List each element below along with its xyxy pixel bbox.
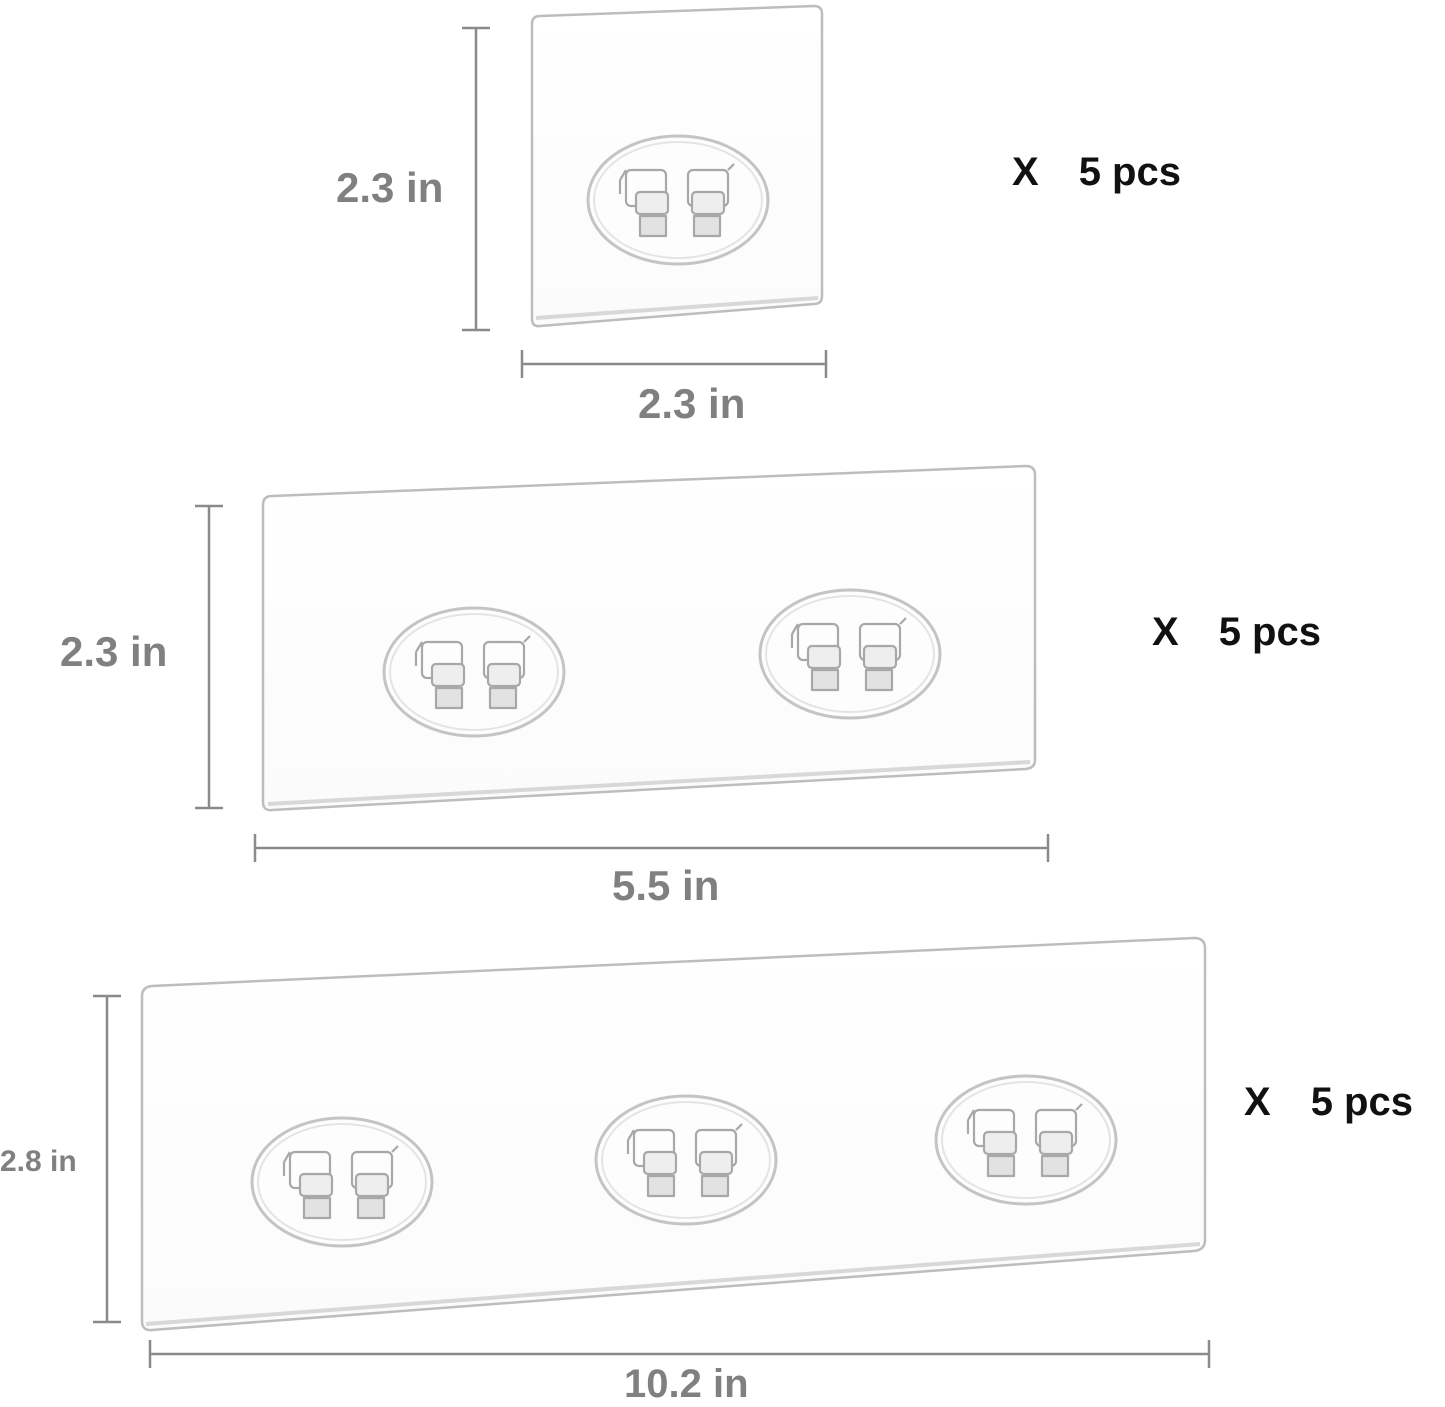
- quantity-value: 5 pcs: [1078, 150, 1181, 194]
- height-dimension-line: [195, 504, 223, 810]
- height-dimension-line: [462, 26, 490, 332]
- quantity-value: 5 pcs: [1218, 610, 1321, 654]
- quantity-label: X 5 pcs: [1244, 1080, 1413, 1125]
- hook-icon: [586, 134, 770, 266]
- multiply-sign: X: [1012, 150, 1039, 194]
- height-label: 2.3 in: [60, 628, 168, 675]
- width-label: 10.2 in: [624, 1362, 749, 1406]
- height-label: 2.3 in: [336, 164, 444, 211]
- multiply-sign: X: [1244, 1080, 1271, 1124]
- quantity-value: 5 pcs: [1310, 1080, 1413, 1124]
- hook-icon: [250, 1116, 434, 1248]
- width-label: 5.5 in: [612, 862, 720, 909]
- hook-icon: [594, 1094, 778, 1226]
- width-dimension-line: [253, 834, 1050, 862]
- height-dimension-line: [93, 994, 121, 1324]
- width-dimension-line: [520, 350, 828, 378]
- width-dimension-line: [148, 1340, 1211, 1368]
- hook-icon: [934, 1074, 1118, 1206]
- quantity-label: X 5 pcs: [1152, 610, 1321, 655]
- hook-icon: [758, 588, 942, 720]
- quantity-label: X 5 pcs: [1012, 150, 1181, 195]
- hook-icon: [382, 606, 566, 738]
- height-label: 2.8 in: [0, 1145, 77, 1178]
- multiply-sign: X: [1152, 610, 1179, 654]
- width-label: 2.3 in: [638, 380, 746, 427]
